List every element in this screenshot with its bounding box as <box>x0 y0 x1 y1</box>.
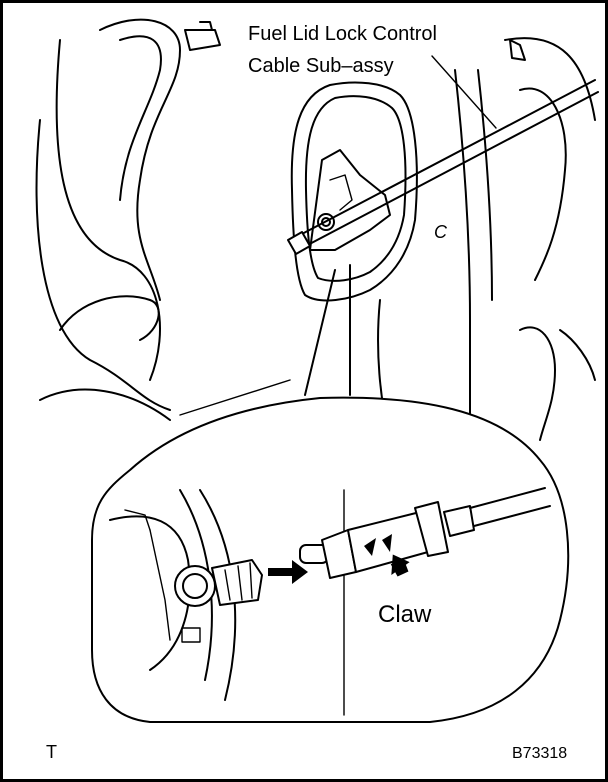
trim-curve-1 <box>55 39 161 381</box>
callout-line-left <box>304 269 336 396</box>
fuel-lid-opening-outer <box>290 81 418 302</box>
claw-notch-2 <box>382 534 392 552</box>
panel-slot <box>181 627 201 643</box>
claw-notch-1 <box>364 538 376 556</box>
c-mark: C <box>434 222 448 242</box>
panel-corner <box>124 509 151 531</box>
cable-ferrule <box>443 505 475 537</box>
body-line-3 <box>504 37 596 121</box>
part-name-line2: Cable Sub–assy <box>248 55 394 77</box>
cable-wire-bottom <box>473 505 551 527</box>
part-name-line1: Fuel Lid Lock Control <box>248 23 437 45</box>
cable-end <box>287 231 311 255</box>
figure-id: B73318 <box>512 745 567 762</box>
trim-curve-6 <box>39 388 171 421</box>
body-line-5 <box>519 326 556 441</box>
fuel-lid-opening-inner <box>304 95 407 282</box>
lock-detail-1 <box>329 174 353 211</box>
claw-label: Claw <box>378 601 432 628</box>
removal-arrow <box>268 560 308 584</box>
cable-line-bottom <box>301 91 599 249</box>
body-line-6 <box>559 329 596 381</box>
panel-curve-1 <box>109 515 191 671</box>
cable-line-top <box>299 79 596 236</box>
body-clip <box>509 39 526 61</box>
cable-flange <box>414 501 449 557</box>
label-leader-line <box>431 55 497 129</box>
lock-socket-inner <box>182 573 208 599</box>
overview-drawing: C <box>35 18 599 441</box>
clip-shape <box>184 29 221 51</box>
lock-ribs <box>224 562 253 601</box>
body-line-2 <box>477 69 493 301</box>
lock-body <box>211 559 263 606</box>
claw-arrow-head <box>391 554 410 576</box>
trim-curve-4 <box>119 35 162 201</box>
body-line-4 <box>519 87 567 281</box>
trim-curve-2 <box>35 119 171 411</box>
corner-mark: T <box>46 742 57 762</box>
panel-edge <box>149 529 171 641</box>
trim-curve-5 <box>59 295 160 341</box>
detail-view: Claw <box>91 396 570 723</box>
floor-line <box>179 379 291 416</box>
clip-tab <box>199 21 213 31</box>
trim-curve-3 <box>99 18 181 301</box>
body-line-1 <box>454 69 471 431</box>
cable-wire-top <box>469 487 546 509</box>
